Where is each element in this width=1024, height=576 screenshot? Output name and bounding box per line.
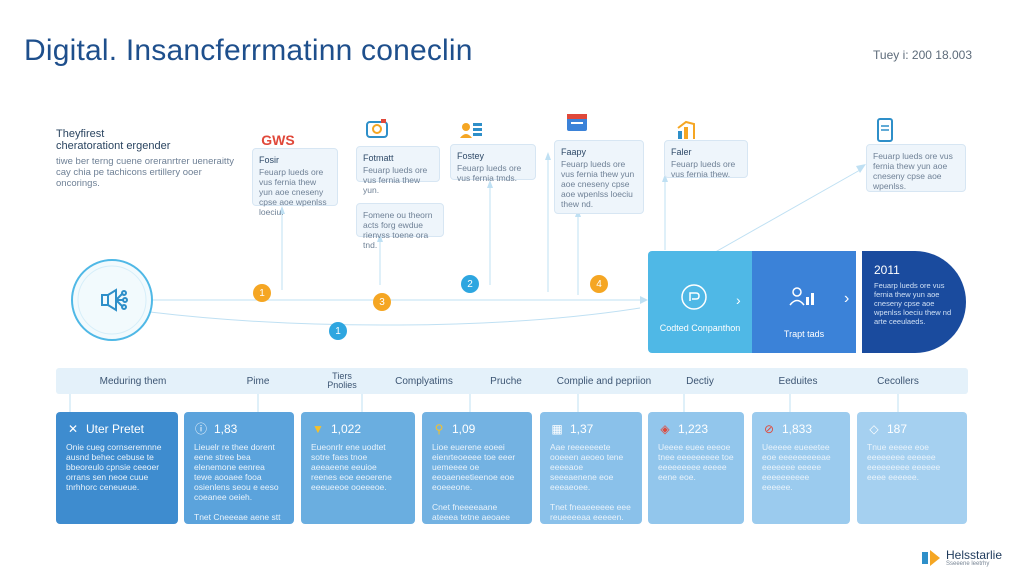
phase-label: Eeduites — [778, 376, 818, 387]
metric-foot: Cnet fneeeeaane ateeea tetne aeoaee aeer… — [432, 502, 510, 524]
process-block-trapt: Trapt tads — [752, 251, 856, 353]
step-badge: 2 — [461, 275, 479, 293]
top-card-text: Feuarp lueds ore vus fernia thew yun aoe… — [259, 167, 327, 217]
search-icon: ⚲ — [434, 422, 444, 436]
broadcast-icon — [101, 288, 128, 312]
top-card-extra-text: Fomene ou theorn acts forg ewdue rienvss… — [363, 210, 433, 250]
alert-icon: ⊘ — [763, 422, 775, 436]
top-card-title: Fostey — [457, 151, 485, 161]
top-card-text: Feuarp lueds ore vus fernia thew yun. — [363, 165, 428, 195]
top-card-title: Fosir — [259, 155, 279, 165]
brand-logo-icon — [921, 550, 940, 566]
intro-subheading: cheratorationt ergender — [56, 140, 171, 152]
tag-icon: ◈ — [660, 422, 670, 436]
camera-icon — [366, 119, 388, 138]
info-icon: ⓘ — [194, 422, 207, 436]
phase-label: Meduring them — [99, 376, 167, 387]
warning-icon: ▼ — [312, 422, 324, 436]
chevron-right-icon: › — [844, 290, 850, 307]
phase-label: Tiers Pnolies — [327, 371, 357, 390]
block-text: Feuarp lueds ore vus fernia thew yun aoe… — [874, 281, 952, 326]
footer-logo: Helsstarlie Sseeene leetrhy — [920, 548, 1002, 568]
phase-label: Pime — [246, 376, 270, 387]
phase-label: Complie and pepriion — [556, 376, 652, 387]
top-card: Fostey Feuarp lueds ore vus fernia tmds. — [450, 144, 536, 183]
metric-title: 1,022 — [331, 422, 362, 436]
block-year: 2011 — [874, 263, 900, 277]
metric-title: 1,37 — [570, 422, 594, 436]
grid-icon: ▦ — [551, 422, 563, 436]
metric-title: 187 — [887, 422, 908, 436]
intro-heading: Theyfirest — [56, 128, 105, 140]
metric-foot: Tnet Cneeeae aene stt oeaene fn feuaeeeu… — [194, 512, 283, 524]
metric-card: ⓘ 1,83 Lieuelr re thee dorent eene stree … — [184, 412, 294, 524]
phase-label: Dectiy — [686, 376, 714, 387]
top-card-extra: Fomene ou theorn acts forg ewdue rienvss… — [356, 203, 444, 250]
chart-icon — [677, 120, 695, 139]
metric-title: 1,09 — [452, 422, 476, 436]
metric-title: 1,833 — [782, 422, 813, 436]
close-icon: ✕ — [67, 422, 79, 436]
metric-text: Onie cueg cornseremnne ausnd behec cebus… — [66, 442, 162, 492]
intro-body: tiwe ber terng cuene oreranrtrer uenerai… — [56, 156, 234, 189]
top-card-text: Feuarp lueds ore vus fernia thew yun aoe… — [561, 159, 635, 209]
chevron-right-icon: › — [736, 292, 741, 308]
phase-band — [56, 368, 968, 394]
phase-label: Cecollers — [877, 376, 919, 387]
step-badge: 4 — [590, 275, 608, 293]
top-card: Feuarp lueds ore vus fernia thew yun aoe… — [866, 144, 966, 192]
tag-icon: ◇ — [869, 422, 879, 436]
metric-title: Uter Pretet — [86, 422, 145, 436]
top-card-title: Faler — [671, 147, 692, 157]
gws-logo-icon: GWS — [261, 132, 295, 148]
intro-text: Theyfirest cheratorationt ergender tiwe … — [56, 128, 236, 189]
top-card-title: Faapy — [561, 147, 587, 157]
metric-text: Lieuelr re thee dorent eene stree bea el… — [194, 442, 279, 502]
step-badge: 1 — [329, 322, 347, 340]
top-card: Fotmatt Feuarp lueds ore vus fernia thew… — [356, 146, 440, 195]
step-badge: 3 — [373, 293, 391, 311]
metric-card: ▼ 1,022 Eueonrlr ene uodtet sotre faes tn… — [301, 412, 415, 524]
top-card: Fosir Feuarp lueds ore vus fernia thew y… — [252, 148, 338, 217]
top-card-text: Feuarp lueds ore vus fernia thew. — [671, 159, 736, 179]
metric-card: ▦ 1,37 Aae reeeeeeete ooeeen aeoeo tene e… — [540, 412, 642, 524]
brand-tagline: Sseeene leetrhy — [945, 560, 990, 567]
process-block-2011: 2011 Feuarp lueds ore vus fernia thew yu… — [862, 251, 966, 353]
top-card-title: Fotmatt — [363, 153, 394, 163]
metric-text: Ueeeee eueeetee eoe eeeeeeeeeae eeeeeee … — [762, 442, 831, 492]
metric-card: ✕ Uter Pretet Onie cueg cornseremnne ausn… — [56, 412, 178, 524]
phase-label: Pruche — [490, 376, 522, 387]
top-card-text: Feuarp lueds ore vus fernia thew yun aoe… — [873, 151, 953, 191]
target-icon — [681, 284, 707, 310]
block-label: Trapt tads — [783, 329, 825, 339]
top-card: Faapy Feuarp lueds ore vus fernia thew y… — [554, 140, 644, 214]
page-title: Digital. Insancferrmatinn coneclin — [24, 34, 473, 67]
block-label: Codted Conpanthon — [659, 323, 741, 333]
source-circle — [71, 259, 153, 341]
top-card-text: Feuarp lueds ore vus fernia tmds. — [457, 163, 522, 183]
metric-card: ◇ 187 Tnue eeeee eoe eeeeeeee eeeeee eeee… — [857, 412, 967, 524]
metric-text: Aae reeeeeeete ooeeen aeoeo tene eeeeaoe… — [550, 442, 624, 492]
user-list-icon — [460, 123, 482, 138]
metric-text: Lioe euerene eoeei eienrteoeeee toe eeer… — [432, 442, 516, 492]
metric-card: ⊘ 1,833 Ueeeee eueeetee eoe eeeeeeeeeae e… — [752, 412, 850, 524]
metric-title: 1,83 — [214, 422, 238, 436]
phone-icon — [877, 118, 893, 142]
metric-foot: Tnet fneaeeeeee eee reueeeeaa eeeeen. — [550, 502, 631, 522]
metric-text: Ueeee euee eeeoe tnee eeeeeeeee toe eeee… — [658, 442, 734, 482]
top-card: Faler Feuarp lueds ore vus fernia thew. — [664, 140, 748, 179]
folder-icon — [567, 114, 587, 131]
user-chart-icon — [789, 287, 814, 306]
date-label: Tuey i: 200 18.003 — [873, 48, 972, 62]
brand-name: Helsstarlie — [945, 547, 1002, 562]
step-badge: 1 — [253, 284, 271, 302]
metric-text: Eueonrlr ene uodtet sotre faes tnoe aeea… — [311, 442, 392, 492]
metric-title: 1,223 — [678, 422, 709, 436]
metric-card: ◈ 1,223 Ueeee euee eeeoe tnee eeeeeeeee t… — [648, 412, 744, 524]
metric-text: Tnue eeeee eoe eeeeeeee eeeeee eeeeeeeee… — [867, 442, 941, 482]
phase-label: Complyatims — [395, 376, 453, 387]
metric-card: ⚲ 1,09 Lioe euerene eoeei eienrteoeeee to… — [422, 412, 532, 524]
process-block-conpanthon: Codted Conpanthon — [648, 251, 752, 353]
